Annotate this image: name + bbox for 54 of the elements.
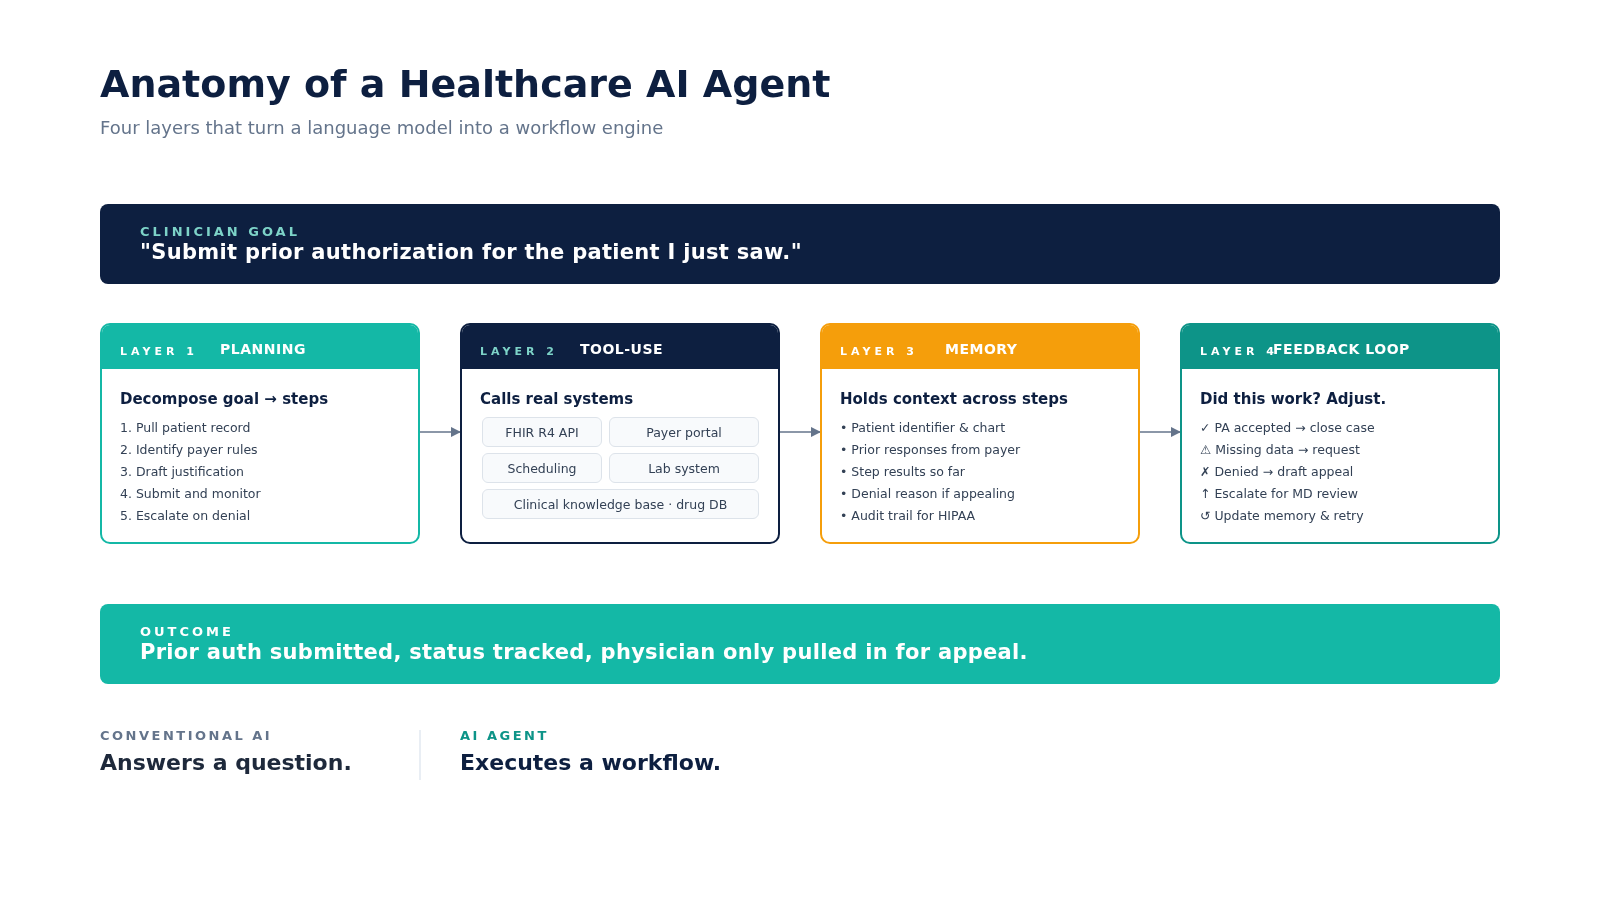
comparison-statement: Answers a question.	[100, 750, 352, 775]
arrow	[779, 426, 822, 438]
list-item: 2. Identify payer rules	[120, 442, 258, 457]
arrow	[419, 426, 462, 438]
system-chip	[482, 453, 602, 483]
column-kicker: CONVENTIONAL AI	[100, 728, 273, 743]
layer-card	[1180, 323, 1500, 544]
system-chip	[609, 453, 759, 483]
list-item: ↺ Update memory & retry	[1200, 508, 1364, 523]
card-heading: Did this work? Adjust.	[1200, 390, 1387, 408]
banner-panel	[100, 204, 1500, 284]
list-item: ⚠ Missing data → request	[1200, 442, 1360, 457]
layer-tag: LAYER 3	[840, 345, 918, 358]
layer-tag: LAYER 2	[480, 345, 558, 358]
list-item: ✗ Denied → draft appeal	[1200, 464, 1354, 479]
list-item: 5. Escalate on denial	[120, 508, 251, 523]
list-item: • Patient identifier & chart	[840, 420, 1006, 435]
list-item: • Step results so far	[840, 464, 965, 479]
list-item: ✓ PA accepted → close case	[1200, 420, 1375, 435]
card-heading: Calls real systems	[480, 390, 634, 408]
list-item: 4. Submit and monitor	[120, 486, 261, 501]
layer-name: MEMORY	[945, 341, 1018, 357]
layer-card	[820, 323, 1140, 544]
card-heading: Decompose goal → steps	[120, 390, 329, 408]
list-item: 3. Draft justification	[120, 464, 244, 479]
list-item: ↑ Escalate for MD review	[1200, 486, 1358, 501]
banner-kicker: CLINICIAN GOAL	[140, 224, 300, 239]
list-item: • Prior responses from payer	[840, 442, 1021, 457]
layer-card	[100, 323, 420, 544]
layer-name: TOOL-USE	[580, 341, 664, 357]
chip-label: FHIR R4 API	[505, 424, 579, 440]
list-item: • Audit trail for HIPAA	[840, 508, 976, 523]
banner-panel	[100, 604, 1500, 684]
system-chip	[609, 417, 759, 447]
comparison-statement: Executes a workflow.	[460, 750, 722, 775]
chip-label: Payer portal	[646, 424, 722, 440]
banner-kicker: OUTCOME	[140, 624, 234, 639]
list-item: 1. Pull patient record	[120, 420, 251, 435]
banner-statement: Prior auth submitted, status tracked, physician only pulled in for appeal.	[140, 640, 1028, 664]
chip-label: Scheduling	[507, 460, 577, 476]
title: Anatomy of a Healthcare AI Agent	[100, 62, 831, 106]
column-kicker: AI AGENT	[460, 728, 549, 743]
layer-tag: LAYER 1	[120, 345, 198, 358]
layer-card	[460, 323, 780, 544]
system-chip	[482, 417, 602, 447]
layer-name: PLANNING	[220, 341, 306, 357]
banner-statement: "Submit prior authorization for the patient I just saw."	[140, 240, 802, 264]
system-chip	[482, 489, 759, 519]
list-item: • Denial reason if appealing	[840, 486, 1015, 501]
arrow	[1139, 426, 1182, 438]
card-heading: Holds context across steps	[840, 390, 1068, 408]
chip-label: Clinical knowledge base · drug DB	[513, 496, 728, 512]
chip-label: Lab system	[648, 460, 720, 476]
subtitle: Four layers that turn a language model into a workflow engine	[100, 117, 664, 138]
